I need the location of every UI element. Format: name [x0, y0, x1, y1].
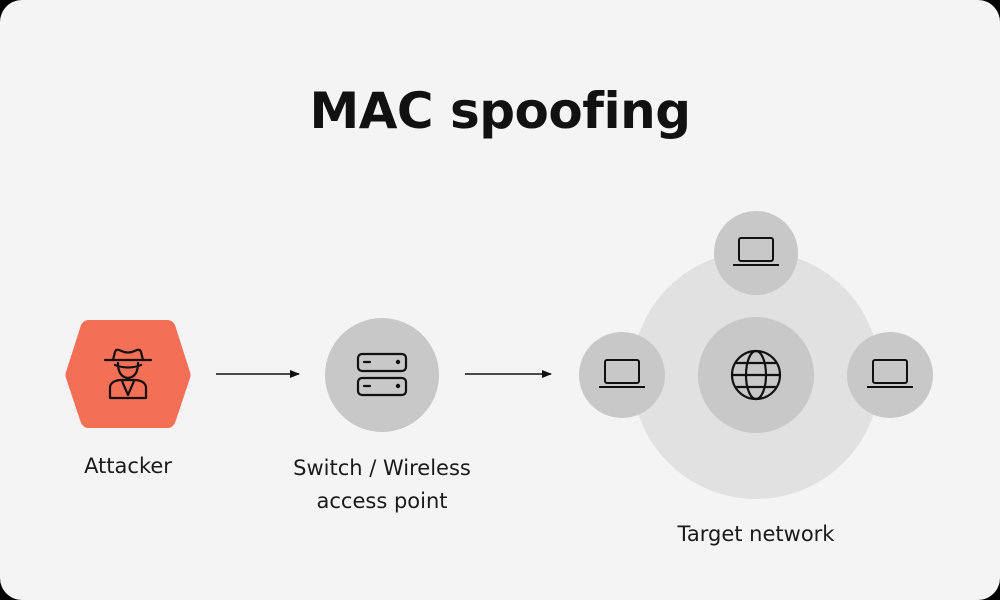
- switch-label-line2: access point: [316, 489, 448, 513]
- device-node-left: [579, 332, 665, 418]
- target-network: [579, 211, 933, 499]
- spy-icon: [103, 348, 153, 400]
- laptop-icon: [733, 237, 779, 266]
- attacker-hexagon: [65, 320, 191, 428]
- switch-node: [325, 318, 439, 432]
- server-led: [395, 359, 401, 365]
- globe-icon: [730, 349, 782, 401]
- device-node-top: [714, 211, 798, 295]
- target-network-label-text: Target network: [677, 522, 835, 546]
- page-title: MAC spoofing: [309, 82, 691, 140]
- attacker-label: Attacker: [48, 450, 208, 483]
- switch-label-line1: Switch / Wireless: [293, 456, 471, 480]
- switch-circle: [325, 318, 439, 432]
- laptop-icon: [867, 359, 913, 388]
- switch-label: Switch / Wireless access point: [262, 452, 502, 518]
- device-circle: [579, 332, 665, 418]
- attacker-label-text: Attacker: [84, 454, 172, 478]
- server-icon: [356, 352, 408, 397]
- target-network-label: Target network: [636, 518, 876, 551]
- device-node-right: [847, 332, 933, 418]
- server-led: [395, 383, 401, 389]
- laptop-icon: [599, 359, 645, 388]
- device-circle: [847, 332, 933, 418]
- device-circle: [714, 211, 798, 295]
- attacker-node: [65, 320, 191, 428]
